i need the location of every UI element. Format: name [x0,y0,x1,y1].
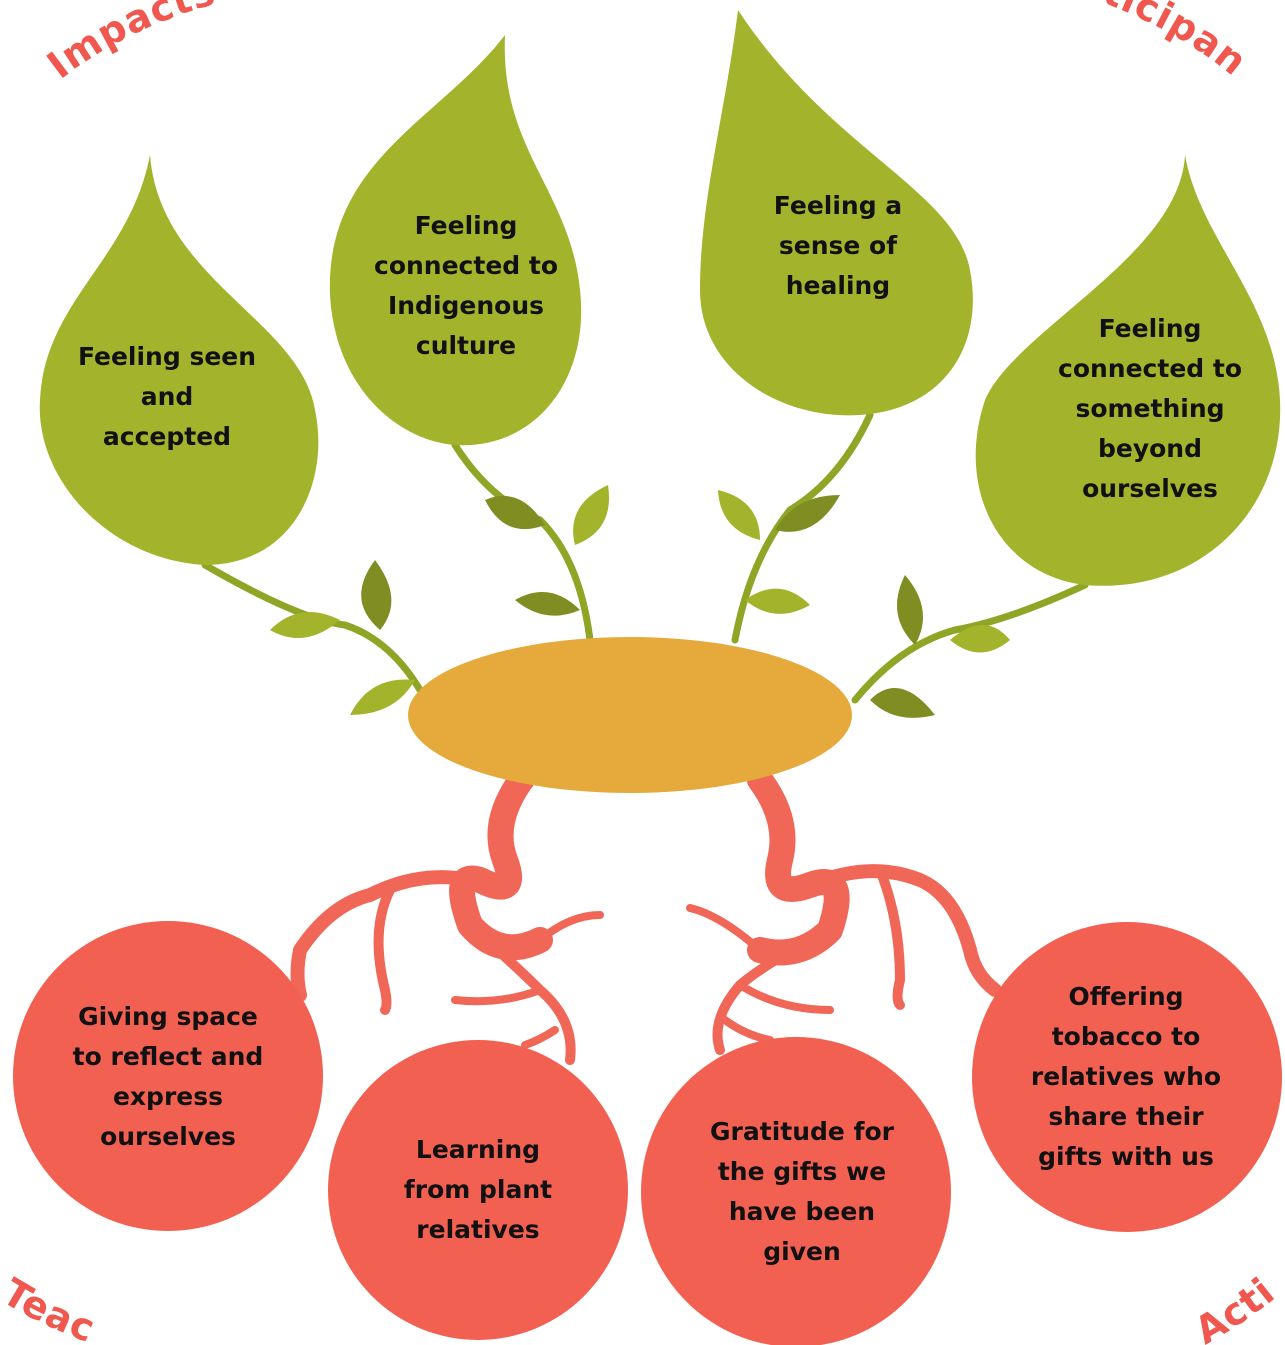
small-leaf-icon [515,592,580,616]
small-leaf-icon [718,490,760,540]
root-branch [736,981,834,1014]
small-leaf-icon [361,560,392,630]
root-branch [721,1016,774,1044]
root-branch [803,864,1002,997]
small-leaf-icon [485,495,545,530]
small-leaf-icon [775,495,840,532]
root-trunk-right [747,767,850,966]
teaching-circle-plants [328,1040,628,1340]
root-branch [875,865,905,1010]
leaf-icon [700,10,973,416]
leaf-icon [329,35,582,446]
small-leaf-icon [897,575,923,645]
roots [290,762,1002,1065]
root-branch [536,911,604,944]
stem-healing [731,411,874,644]
small-leaf-icon [270,612,340,638]
impact-label-beyond: Feeling connected to something beyond ou… [1058,314,1242,503]
root-trunk-left [449,762,553,961]
root-branch [373,885,395,1015]
small-leaf-icon [573,485,610,545]
stem-seen [201,561,424,694]
teaching-circle-reflect [13,921,323,1231]
teaching-label-tobacco: Offering tobacco to relatives who share … [1030,982,1222,1171]
teaching-label-plants: Learning from plant relatives [403,1135,553,1244]
teaching-circle-gratitude [641,1037,951,1345]
impact-label-healing: Feeling a sense of healing [773,191,903,300]
center-ellipse [408,637,852,793]
small-leaf-icon [870,688,935,718]
impact-label-seen: Feeling seen and accepted [77,342,257,451]
big-leaves [39,10,1281,586]
small-leaf-icon [950,625,1010,653]
leaf-icon [975,155,1281,586]
root-branch [290,870,477,1002]
root-branch [451,986,544,1006]
small-leaf-icon [350,679,415,715]
teaching-label-gratitude: Gratitude for the gifts we have been giv… [710,1117,894,1266]
root-branch [686,904,764,954]
teaching-label-reflect: Giving space to reflect and express ours… [72,1002,264,1151]
teaching-circle-tobacco [972,922,1282,1232]
small-leaf-icon [745,588,810,614]
small-leaves [270,485,1010,718]
stem-beyond [851,581,1089,704]
root-branch [521,1026,559,1049]
curved-heading-impacts: Impacts [39,0,220,87]
teaching-circles [13,921,1282,1345]
impact-label-indigenous: Feeling connected to Indigenous culture [374,211,558,360]
leaf-icon [39,155,319,565]
